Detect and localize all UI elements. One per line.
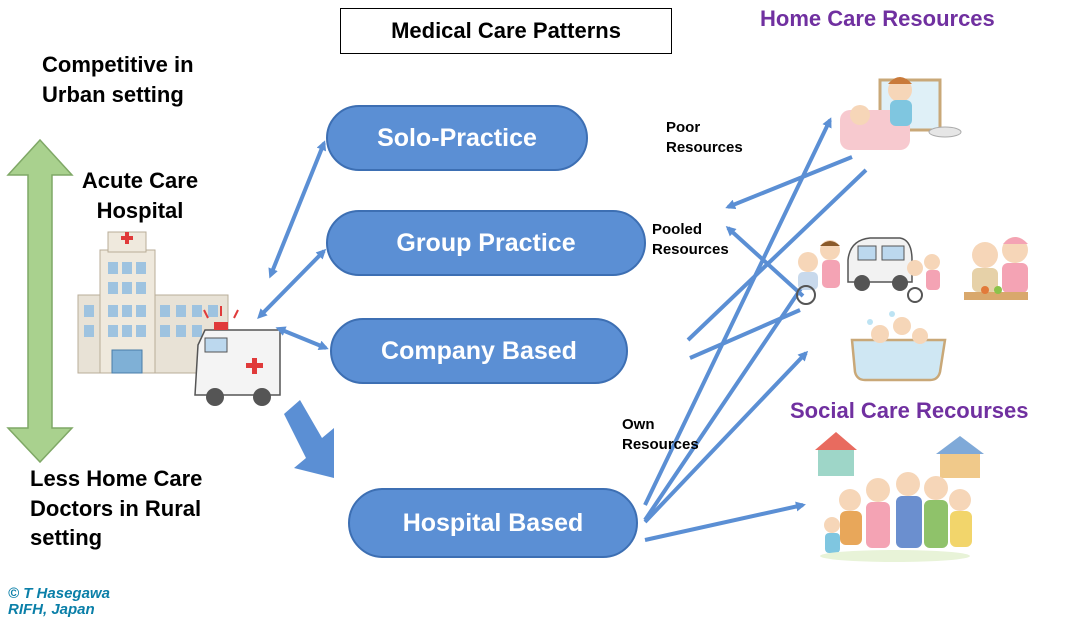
- social-care-heading: Social Care Recourses: [790, 398, 1029, 423]
- acute-hospital-line1: Acute Care: [81, 168, 199, 193]
- line-hospital-pooled: [643, 276, 810, 522]
- block-arrow-hospital-based: [284, 400, 334, 478]
- pooled-resources-line2: Resources: [652, 241, 729, 259]
- pooled-resources-label: Pooled Resources: [652, 220, 729, 261]
- urban-label-line1: Competitive in: [42, 52, 194, 77]
- title-box: Medical Care Patterns: [340, 8, 672, 54]
- rural-label-line3: setting: [30, 525, 103, 551]
- copyright-notice: © T Hasegawa RIFH, Japan: [8, 586, 110, 618]
- arrow-hospital-bath: [643, 350, 809, 524]
- arrow-hospital-company: [275, 326, 329, 350]
- care-van-illustration: [796, 237, 940, 305]
- poor-resources-line1: Poor: [666, 119, 701, 136]
- vertical-double-arrow: [6, 138, 74, 464]
- bath-care-illustration: [850, 311, 947, 382]
- poor-resources-label: Poor Resources: [666, 118, 743, 159]
- urban-label-line2: Urban setting: [42, 81, 184, 107]
- urban-label: Competitive in Urban setting: [42, 50, 194, 109]
- acute-hospital-line2: Hospital: [96, 197, 184, 223]
- arrow-pooled-resources: [725, 225, 805, 298]
- social-care-illustration: [815, 432, 984, 562]
- rural-label-line2: Doctors in Rural: [30, 495, 202, 521]
- arrow-hospital-homecare: [643, 117, 832, 506]
- ambulance-illustration: [194, 306, 281, 406]
- home-care-heading: Home Care Resources: [760, 6, 995, 31]
- copyright-line1: © T Hasegawa: [8, 585, 110, 602]
- own-resources-line2: Resources: [622, 436, 699, 454]
- own-resources-label: Own Resources: [622, 415, 699, 456]
- copyright-line2: RIFH, Japan: [8, 601, 95, 618]
- acute-hospital-label: Acute Care Hospital: [80, 166, 200, 225]
- arrow-hospital-solo: [268, 140, 327, 279]
- hospital-based-node: Hospital Based: [348, 488, 638, 558]
- rural-label: Less Home Care Doctors in Rural setting: [30, 464, 202, 553]
- home-care-illustration: [840, 77, 962, 150]
- arrow-poor-resources: [725, 155, 853, 210]
- line-company-homecare: [686, 168, 868, 342]
- own-resources-line1: Own: [622, 416, 655, 433]
- group-practice-node: Group Practice: [326, 210, 646, 276]
- rural-label-line1: Less Home Care: [30, 466, 203, 491]
- poor-resources-line2: Resources: [666, 139, 743, 157]
- meal-care-illustration: [964, 237, 1028, 300]
- pooled-resources-line1: Pooled: [652, 221, 703, 238]
- page-title: Medical Care Patterns: [391, 18, 621, 43]
- arrow-hospital-group: [257, 248, 327, 319]
- solo-practice-node: Solo-Practice: [326, 105, 588, 171]
- company-based-node: Company Based: [330, 318, 628, 384]
- arrow-hospital-social: [644, 501, 806, 542]
